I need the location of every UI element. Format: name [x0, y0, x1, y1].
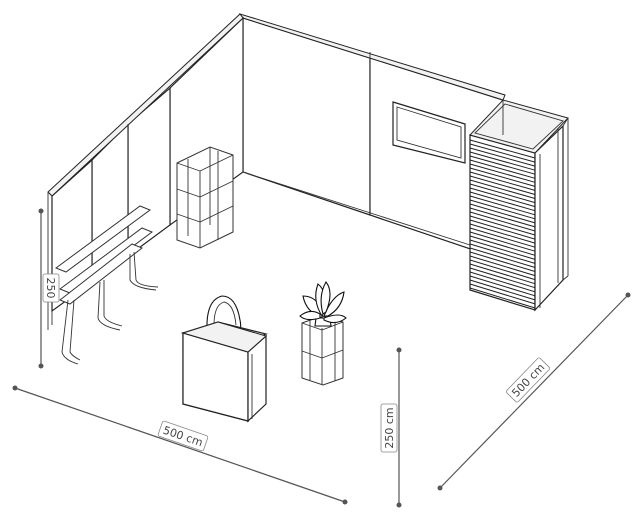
plant-icon: [299, 281, 347, 327]
storage-slat: [469, 163, 536, 183]
height-left-label: 250: [44, 278, 57, 299]
storage-slat: [469, 187, 536, 208]
dimension-height-front: 250 cm: [380, 347, 402, 508]
storage-slat: [469, 175, 536, 195]
storage-slat: [469, 271, 536, 293]
storage-slat: [469, 167, 536, 187]
storage-slat: [469, 247, 536, 268]
storage-slat: [469, 231, 536, 252]
storage-slat: [469, 219, 536, 240]
storage-slat: [469, 227, 536, 248]
storage-slat: [469, 199, 536, 220]
floor-outline: [242, 171, 471, 246]
storage-slat: [469, 147, 536, 167]
storage-slat: [469, 255, 536, 277]
storage-slat: [469, 239, 536, 260]
dimension-width-front: 500 cm: [12, 385, 348, 505]
storage-slat: [469, 155, 536, 175]
storage-slat: [469, 267, 536, 289]
counter-with-chair: [180, 295, 268, 423]
storage-slat: [469, 207, 536, 228]
storage-slat: [469, 235, 536, 256]
storage-slat: [469, 251, 536, 272]
storage-slat: [469, 195, 536, 216]
storage-slat: [469, 151, 536, 171]
storage-slat: [469, 211, 536, 232]
storage-slat: [469, 259, 536, 281]
storage-room: [469, 99, 569, 312]
wall-shelving: [51, 205, 159, 365]
storage-slat: [469, 279, 536, 301]
storage-slat: [469, 191, 536, 212]
storage-slat: [469, 171, 536, 191]
storage-slat: [469, 183, 536, 204]
storage-slat: [469, 143, 536, 163]
storage-slat: [469, 179, 536, 199]
dimension-height-left: 250: [38, 208, 60, 369]
cube-shelf-back: [176, 146, 234, 249]
wall-screen: [392, 101, 466, 164]
storage-slat: [469, 283, 536, 305]
storage-slats: [469, 139, 536, 309]
storage-slat: [469, 275, 536, 297]
storage-slat: [469, 159, 536, 179]
plant-stand: [301, 315, 344, 386]
storage-slat: [469, 203, 536, 224]
dimension-depth-right: 500 cm: [437, 292, 631, 491]
storage-slat: [469, 139, 536, 159]
height-front-label: 250 cm: [383, 407, 396, 448]
depth-right-label: 500 cm: [509, 361, 547, 400]
storage-slat: [469, 287, 536, 309]
storage-slat: [469, 223, 536, 244]
storage-slat: [469, 243, 536, 264]
storage-slat: [469, 263, 536, 285]
storage-slat: [469, 215, 536, 236]
